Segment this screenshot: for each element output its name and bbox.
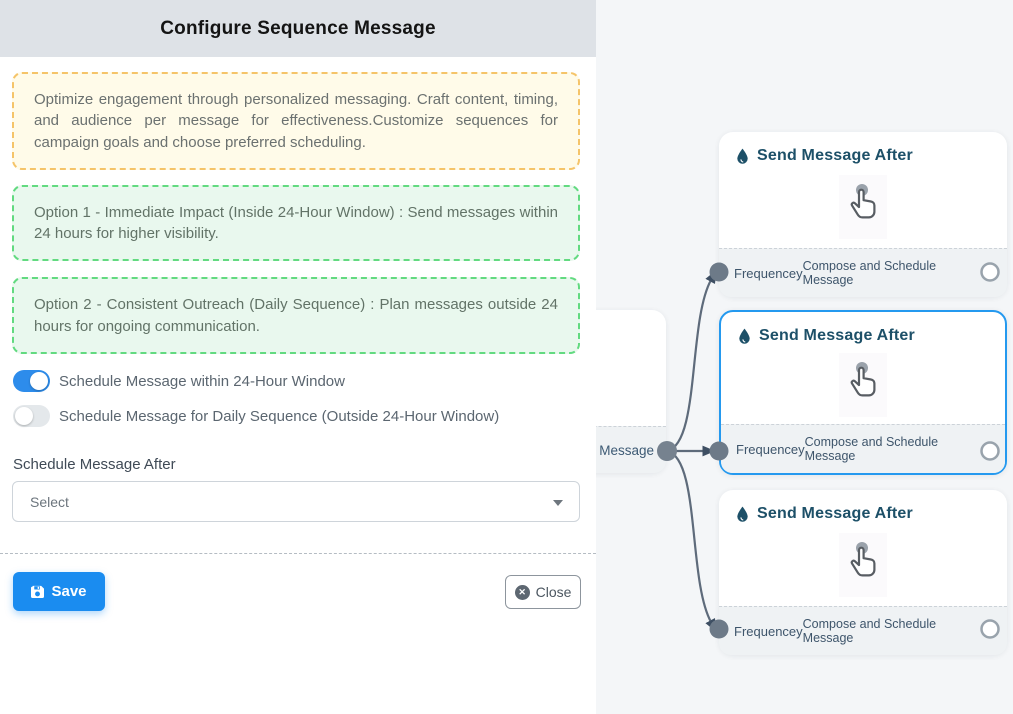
- option-1-box: Option 1 - Immediate Impact (Inside 24-H…: [12, 184, 580, 262]
- info-box: Optimize engagement through personalized…: [12, 72, 580, 170]
- configure-sequence-panel: Configure Sequence Message Optimize enga…: [0, 0, 596, 714]
- frequency-handle-label: Frequencey: [734, 265, 803, 281]
- node-title: Send Message After: [757, 505, 913, 522]
- save-floppy-icon: [31, 585, 45, 598]
- toggle-24hr-window[interactable]: [13, 370, 50, 393]
- toggle-row-24hr: Schedule Message within 24-Hour Window: [13, 370, 580, 393]
- frequency-handle-label: Frequencey: [736, 441, 805, 457]
- close-circle-icon: ✕: [514, 584, 530, 600]
- node-footer: Frequencey Compose and Schedule Message: [721, 424, 1005, 473]
- info-box-text: Optimize engagement through personalized…: [34, 91, 558, 151]
- toggle-daily-sequence[interactable]: [13, 405, 50, 428]
- save-button[interactable]: Save: [13, 572, 105, 611]
- close-button-label: Close: [535, 584, 572, 600]
- node-footer: Frequencey Compose and Schedule Message: [719, 248, 1007, 297]
- option-1-text: Option 1 - Immediate Impact (Inside 24-H…: [34, 203, 558, 243]
- save-button-label: Save: [51, 583, 87, 600]
- option-2-box: Option 2 - Consistent Outreach (Daily Se…: [12, 277, 580, 355]
- water-drop-icon: [737, 148, 748, 164]
- toggle-knob: [15, 407, 33, 426]
- node-header: Send Message After: [719, 132, 1007, 165]
- compose-handle-label: Compose and Schedule Message: [804, 435, 939, 463]
- edge-paths: [666, 270, 717, 632]
- close-button[interactable]: ✕ Close: [505, 575, 581, 609]
- edge-to-node-1: [666, 270, 717, 453]
- water-drop-icon: [737, 506, 748, 522]
- select-value: Select: [30, 493, 69, 510]
- node-body: [719, 523, 1007, 606]
- schedule-after-label: Schedule Message After: [13, 456, 176, 474]
- edge-to-node-3: [666, 449, 717, 632]
- source-node-label: ce Message: [581, 442, 654, 458]
- node-body: [719, 165, 1007, 248]
- node-footer: Frequencey Compose and Schedule Message: [719, 606, 1007, 655]
- send-message-after-node-3[interactable]: Send Message After Frequencey Compose an…: [719, 490, 1007, 655]
- toggle-row-daily: Schedule Message for Daily Sequence (Out…: [13, 405, 580, 428]
- caret-down-icon: [553, 500, 563, 507]
- frequency-handle-label: Frequencey: [734, 623, 803, 639]
- water-drop-icon: [739, 328, 750, 344]
- node-title: Send Message After: [759, 327, 915, 344]
- page-title: Configure Sequence Message: [160, 17, 436, 39]
- compose-handle-label: Compose and Schedule Message: [802, 617, 937, 645]
- send-message-after-node-1[interactable]: Send Message After Frequencey Compose an…: [719, 132, 1007, 297]
- tap-hand-icon: [839, 532, 887, 597]
- tap-hand-icon: [839, 352, 887, 417]
- panel-footer: Save ✕ Close: [0, 553, 596, 714]
- node-body: [721, 345, 1005, 424]
- node-title: Send Message After: [757, 147, 913, 164]
- compose-handle-label: Compose and Schedule Message: [802, 259, 937, 287]
- send-message-after-node-2[interactable]: Send Message After Frequencey Compose an…: [719, 310, 1007, 475]
- toggle-knob: [30, 372, 48, 391]
- node-header: Send Message After: [721, 312, 1005, 345]
- toggle-24hr-label: Schedule Message within 24-Hour Window: [59, 372, 345, 390]
- schedule-after-select[interactable]: Select: [12, 481, 580, 523]
- toggle-daily-label: Schedule Message for Daily Sequence (Out…: [59, 407, 500, 425]
- node-header: Send Message After: [719, 490, 1007, 523]
- panel-header: Configure Sequence Message: [0, 0, 596, 57]
- option-2-text: Option 2 - Consistent Outreach (Daily Se…: [34, 296, 558, 335]
- tap-hand-icon: [839, 174, 887, 239]
- panel-content: Optimize engagement through personalized…: [0, 57, 596, 523]
